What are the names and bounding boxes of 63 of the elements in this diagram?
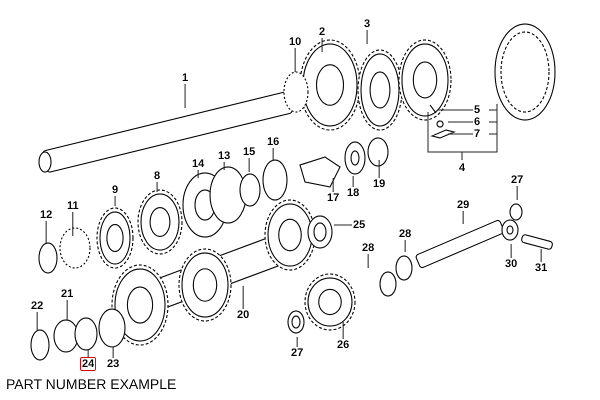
- leader-line: [36, 312, 38, 330]
- callout-number: 8: [153, 170, 162, 182]
- leader-line: [378, 160, 380, 178]
- callout-number: 27: [290, 347, 304, 359]
- callout-number: 29: [456, 199, 470, 211]
- callout-number: 1: [181, 72, 190, 84]
- leader-line: [184, 84, 186, 108]
- callout-number: 5: [473, 104, 482, 116]
- leader-line: [156, 182, 158, 192]
- leader-line: [368, 254, 369, 268]
- callout-number: 28: [361, 242, 376, 254]
- leader-line: [404, 240, 406, 252]
- leader-line: [88, 350, 89, 358]
- callout-number: 28: [398, 228, 412, 240]
- callout-number: 3: [363, 18, 372, 30]
- callout-number: 13: [217, 150, 232, 162]
- callout-number: 26: [336, 339, 350, 351]
- leader-line: [198, 170, 199, 178]
- callout-number: 17: [326, 192, 340, 204]
- callout-number: 10: [288, 36, 302, 48]
- leader-line: [516, 186, 518, 200]
- callout-number: 24: [80, 357, 96, 371]
- leader-line: [462, 210, 464, 224]
- leader-line: [510, 244, 512, 258]
- leader-line: [112, 346, 114, 358]
- callout-number: 18: [346, 187, 360, 199]
- callout-number: 14: [191, 158, 206, 170]
- leader-line: [114, 196, 116, 206]
- leader-line: [272, 148, 274, 160]
- leader-line: [296, 336, 298, 348]
- leader-line: [366, 30, 368, 44]
- callout-number: 25: [352, 219, 366, 231]
- callout-number: 22: [30, 300, 44, 312]
- leader-line: [294, 48, 296, 72]
- leader-line: [540, 248, 542, 262]
- leader-line: [242, 286, 244, 310]
- callout-number: 4: [458, 162, 466, 174]
- callout-number: 9: [111, 184, 120, 196]
- callout-number: 6: [473, 116, 482, 128]
- callout-number: 23: [106, 358, 120, 370]
- leader-line: [322, 38, 323, 52]
- leader-line: [66, 300, 68, 320]
- leader-line: [334, 224, 352, 226]
- callout-number: 27: [510, 174, 524, 186]
- leader-line: [352, 176, 354, 188]
- leader-line: [342, 322, 344, 340]
- callout-number: 31: [534, 262, 548, 274]
- callout-number: 16: [266, 136, 280, 148]
- leader-line: [72, 212, 74, 236]
- leader-line: [46, 220, 47, 244]
- callout-number: 15: [242, 146, 256, 158]
- leader-line: [248, 158, 250, 172]
- leader-line: [332, 178, 334, 192]
- callout-number: 20: [236, 309, 250, 321]
- callout-number: 19: [372, 178, 386, 190]
- callout-number: 12: [39, 209, 54, 221]
- callout-number: 7: [473, 128, 482, 140]
- callout-number: 21: [60, 288, 74, 300]
- callout-number: 11: [66, 200, 80, 212]
- caption: PART NUMBER EXAMPLE: [6, 376, 176, 392]
- leader-line: [224, 162, 225, 170]
- callout-number: 30: [504, 258, 518, 270]
- callout-number: 2: [318, 26, 326, 38]
